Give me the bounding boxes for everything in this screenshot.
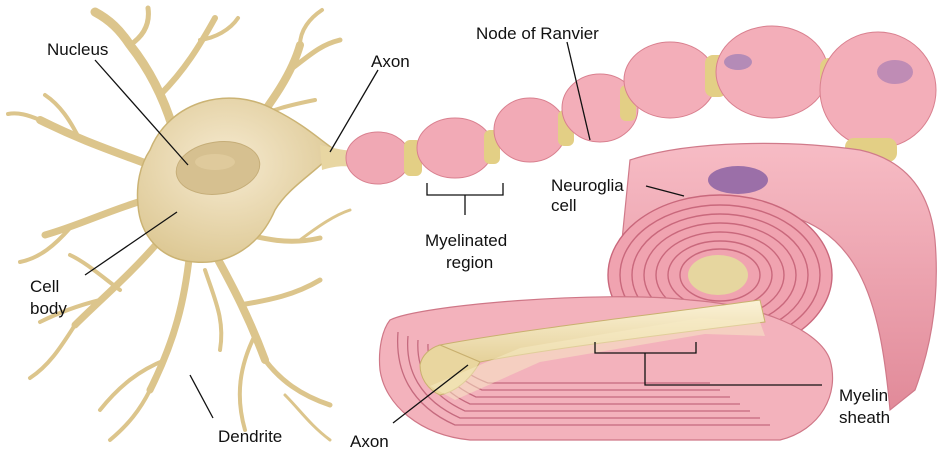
label-dendrite: Dendrite [218,427,282,447]
neuroglia-nucleus [708,166,768,194]
label-myelin-line1: Myelin [839,386,888,406]
label-cell-body-line1: Cell [30,277,59,297]
label-myelinated-line2: region [446,253,493,273]
label-node-of-ranvier: Node of Ranvier [476,24,599,44]
label-neuroglia-line1: Neuroglia [551,176,624,196]
leader-dendrite [190,375,213,418]
label-axon-bottom: Axon [350,432,389,452]
label-cell-body-line2: body [30,299,67,319]
label-myelin-line2: sheath [839,408,890,428]
bracket-myelinated [427,183,503,195]
label-nucleus: Nucleus [47,40,108,60]
label-myelinated-line1: Myelinated [425,231,507,251]
label-neuroglia-line2: cell [551,196,577,216]
label-axon-top: Axon [371,52,410,72]
